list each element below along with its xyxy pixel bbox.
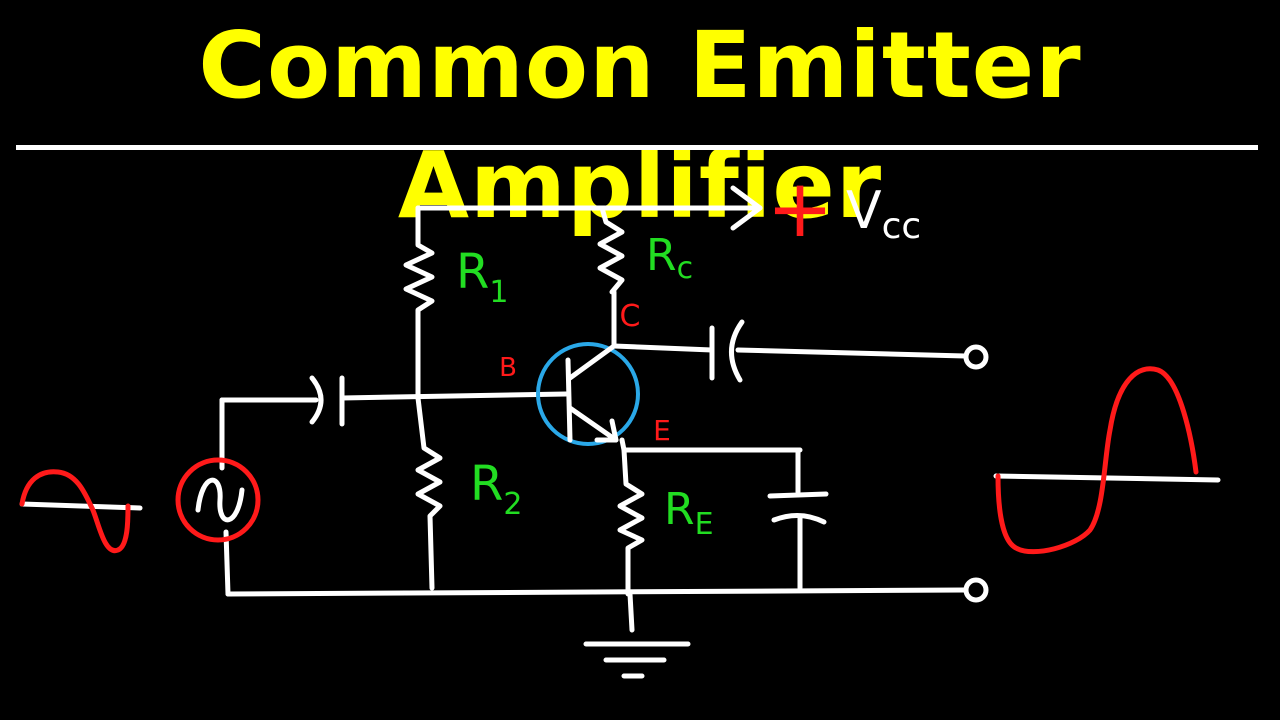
r2-resistor [415,395,443,591]
input-sine-wave [19,469,131,554]
ground-rail [225,587,968,597]
emitter-label: E [653,414,671,447]
source-bottom-wire [223,529,231,597]
ground-stem [627,591,635,633]
base-wire [339,391,569,401]
emitter-node-wire [619,437,803,453]
rc-resistor [597,205,625,295]
rc-label: Rc [646,230,693,286]
output-capacitor-plate-curved [729,319,745,383]
re-label: RE [664,484,714,542]
transistor-emitter-lead [567,405,619,443]
input-signal-axis [19,501,143,511]
output-terminal-top [963,344,989,370]
transistor-base-bar [565,357,573,443]
bypass-capacitor-plate-flat [767,491,829,499]
output-sine-wave [995,366,1199,555]
base-label: B [499,353,517,383]
r2-label: R2 [470,456,522,522]
emitter-arrow-icon [594,418,619,443]
collector-label: C [620,299,641,334]
title-underline [16,145,1258,150]
ac-source-icon [195,477,245,523]
supply-label: Vcc [846,181,921,247]
input-capacitor-plate-curved [309,375,324,425]
ground-icon [583,641,691,679]
output-wire [735,347,968,359]
r1-label: R1 [456,244,508,310]
re-resistor [617,447,645,597]
output-terminal-bottom [963,577,989,603]
supply-plus: + [766,162,833,255]
r1-resistor [403,205,435,401]
collector-output-wire [611,343,715,353]
transistor-collector-lead [567,289,617,381]
supply-arrow-icon [730,185,763,231]
ac-source-circle [175,457,261,543]
transistor-circle [536,342,640,446]
output-signal-axis [993,473,1221,483]
